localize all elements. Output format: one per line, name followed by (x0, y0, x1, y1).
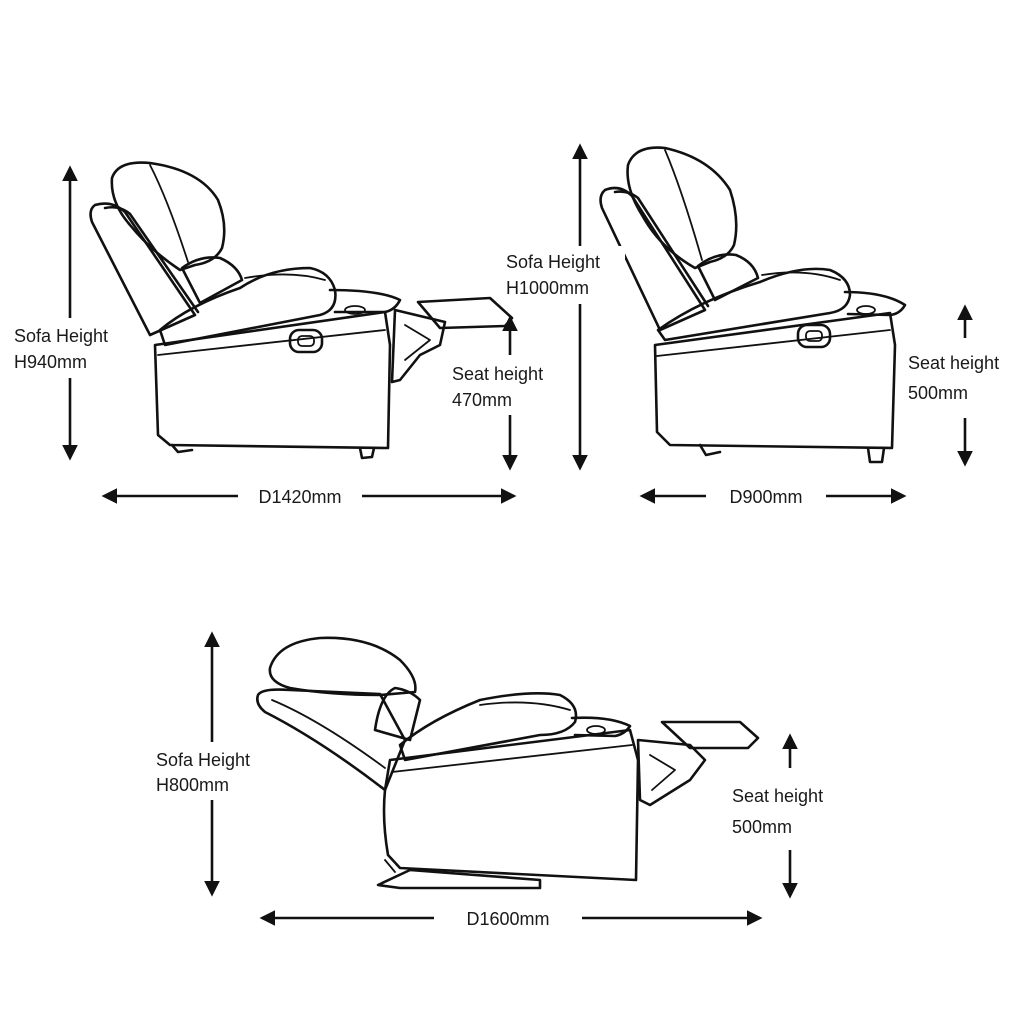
sofa-height-value: H800mm (156, 775, 229, 795)
view-full-recline: Sofa Height H800mm Seat height 500mm D16… (152, 631, 823, 929)
sofa-height-label: Sofa Height (156, 750, 250, 770)
sofa-height-label: Sofa Height (506, 252, 600, 272)
seat-height-label: Seat height (908, 353, 999, 373)
seat-height-label: Seat height (732, 786, 823, 806)
view-partial-recline: Sofa Height H940mm Seat height 470mm D14… (14, 161, 568, 507)
depth-label: D1420mm (258, 487, 341, 507)
seat-height-value: 500mm (908, 383, 968, 403)
recliner-drawing-full (256, 636, 760, 890)
sofa-height-value: H940mm (14, 352, 87, 372)
seat-height-value: 500mm (732, 817, 792, 837)
seat-height-value: 470mm (452, 390, 512, 410)
seat-height-label: Seat height (452, 364, 543, 384)
sofa-height-label: Sofa Height (14, 326, 108, 346)
depth-label: D900mm (729, 487, 802, 507)
recliner-drawing-partial (89, 161, 514, 460)
depth-label: D1600mm (466, 909, 549, 929)
sofa-height-value: H1000mm (506, 278, 589, 298)
view-upright: Sofa Height H1000mm Seat height 500mm D9… (505, 143, 999, 507)
recliner-drawing-upright (599, 146, 907, 464)
